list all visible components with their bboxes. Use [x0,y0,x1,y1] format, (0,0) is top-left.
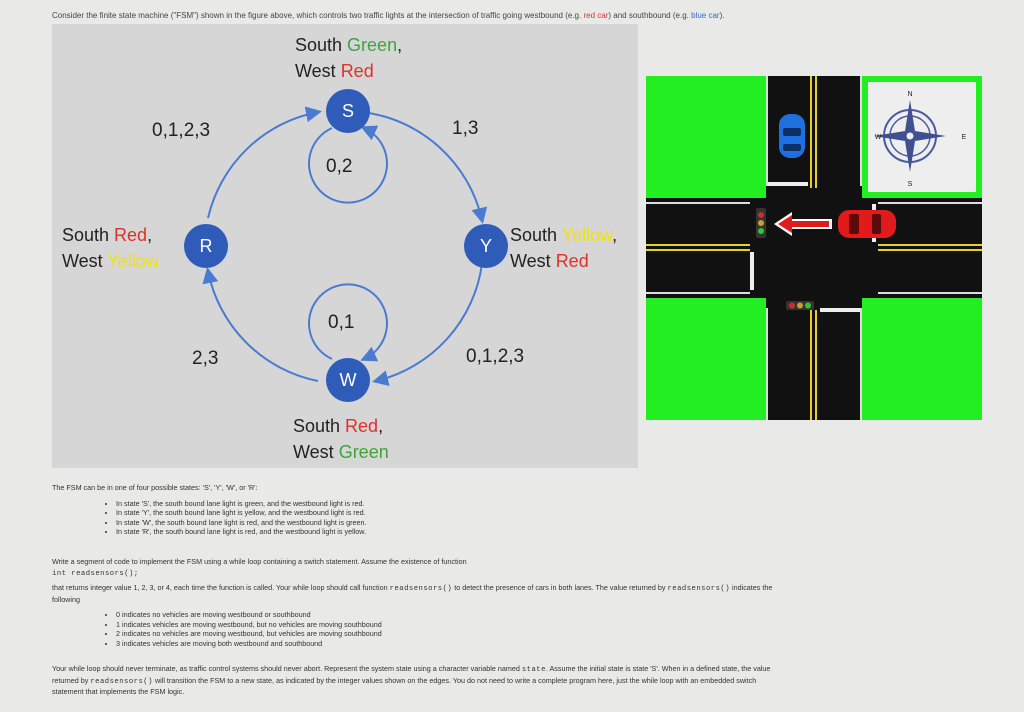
state-y-label: South Yellow, West Red [510,225,618,271]
sensor-value-item: 1 indicates vehicles are moving westboun… [116,620,1012,630]
southbound-traffic-light [786,301,814,310]
edge-label-w-to-r: 2,3 [192,348,219,369]
sensor-value-item: 3 indicates vehicles are moving both wes… [116,639,1012,649]
code-instructions: Write a segment of code to implement the… [52,557,1012,648]
state-description-item: In state 'R', the south bound lane light… [116,527,1012,537]
compass-n-label: N [907,91,912,98]
final-instructions: Your while loop should never terminate, … [52,664,771,696]
compass-rose: N S W E [868,82,976,192]
direction-arrow [774,212,832,236]
blue-car [779,114,805,158]
fsm-diagram: S Y W R South Green, West Red South Yell… [52,24,638,468]
compass-s-label: S [908,181,913,188]
edge-y-to-w [372,263,483,386]
state-w-label: South Red, West Green [293,416,389,462]
state-r-label: South Red, West Yellow [62,225,159,271]
question-header: Consider the finite state machine ("FSM"… [52,11,725,20]
function-signature: int readsensors(); [52,569,139,578]
edge-label-y-to-w: 0,1,2,3 [466,346,525,367]
edge-w-to-r [202,267,319,382]
compass-w-label: W [875,134,882,141]
sensor-value-item: 2 indicates no vehicles are moving westb… [116,629,1012,639]
state-y-node: Y [464,224,508,268]
fsm-states-description: The FSM can be in one of four possible s… [52,483,1012,537]
state-description-item: In state 'W', the south bound lane light… [116,518,1012,528]
edge-label-s-self: 0,2 [326,156,353,177]
state-s-node: S [326,89,370,133]
edge-s-to-y [361,111,488,224]
grass-top-left [646,76,766,198]
edge-label-s-to-y: 1,3 [452,118,479,139]
state-s-label: South Green, West Red [295,35,403,81]
state-description-item: In state 'Y', the south bound lane light… [116,508,1012,518]
red-car [838,210,896,238]
edge-w-self [308,283,388,362]
state-w-node: W [326,358,370,402]
sensor-value-item: 0 indicates no vehicles are moving westb… [116,610,1012,620]
state-r-node: R [184,224,228,268]
state-description-item: In state 'S', the south bound lane light… [116,499,1012,509]
westbound-traffic-light [756,208,766,238]
edge-r-to-s [207,106,322,219]
grass-bottom-right [862,298,982,420]
edge-label-w-self: 0,1 [328,312,355,333]
compass-e-label: E [962,134,967,141]
grass-bottom-left [646,298,766,420]
intersection-map: N S W E [646,76,982,420]
edge-s-self [308,125,388,204]
edge-label-r-to-s: 0,1,2,3 [152,120,211,141]
